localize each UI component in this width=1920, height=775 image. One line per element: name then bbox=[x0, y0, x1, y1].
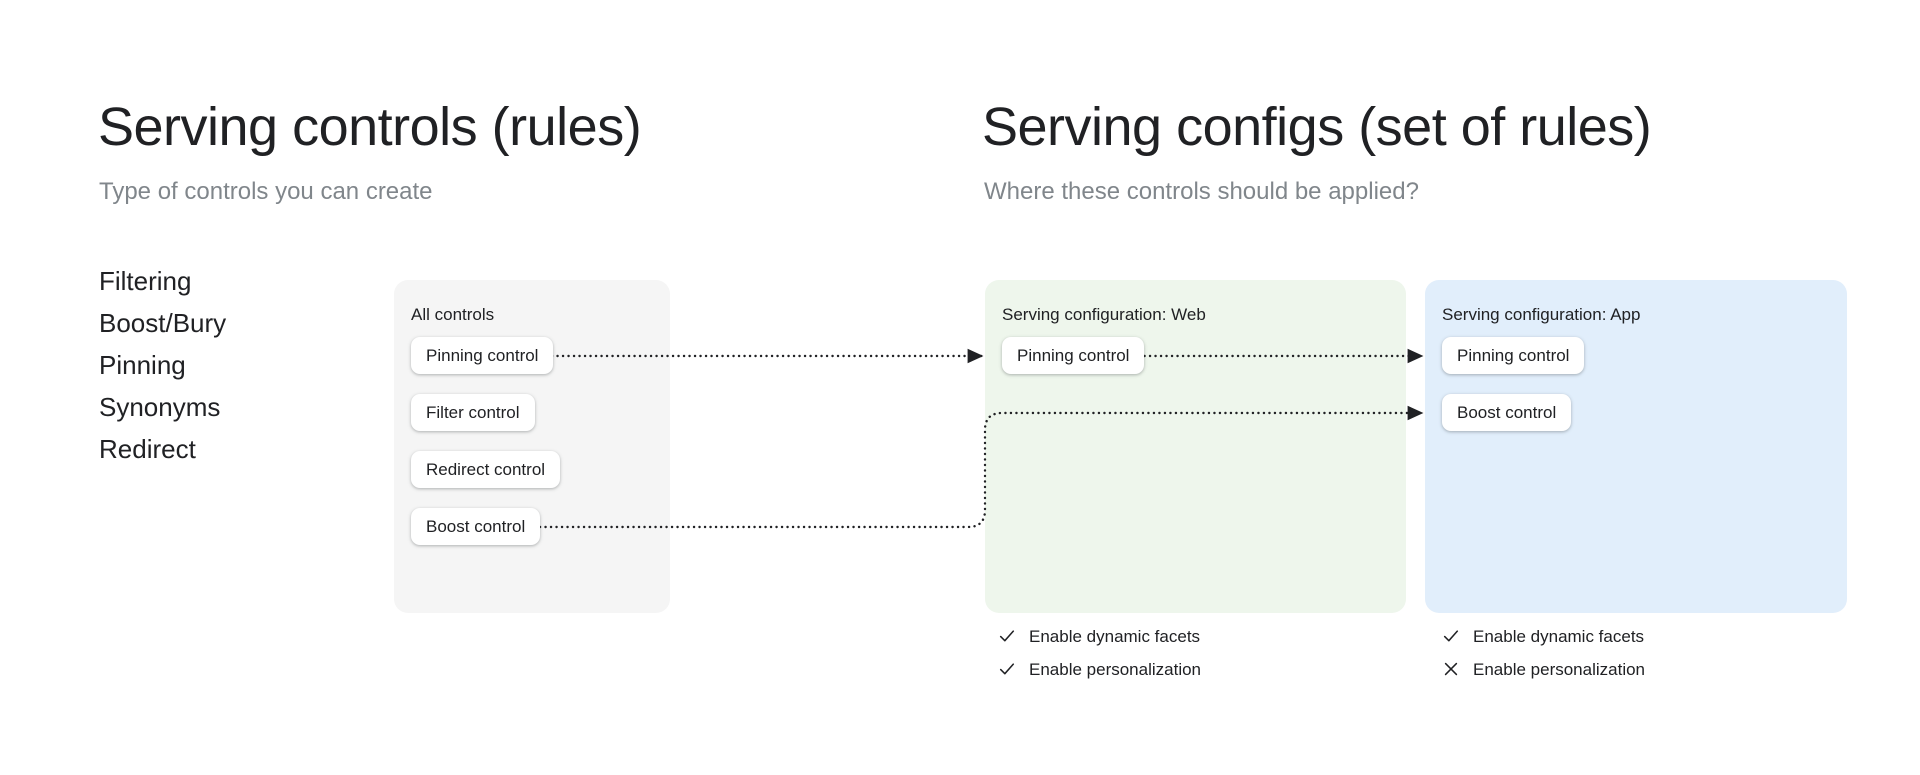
panel-serving-config-app: Serving configuration: App bbox=[1425, 280, 1847, 613]
option-row-enable-personalization-app[interactable]: Enable personalization bbox=[1442, 660, 1645, 678]
right-section-subtitle: Where these controls should be applied? bbox=[984, 178, 1419, 205]
option-row-enable-dynamic-facets-web[interactable]: Enable dynamic facets bbox=[998, 627, 1201, 645]
panel-serving-config-web-title: Serving configuration: Web bbox=[1002, 305, 1206, 324]
chip-all-controls-boost-control[interactable]: Boost control bbox=[411, 508, 541, 545]
control-type-boost-bury: Boost/Bury bbox=[99, 308, 227, 338]
control-types-list: Filtering Boost/Bury Pinning Synonyms Re… bbox=[99, 268, 226, 462]
options-serving-config-app: Enable dynamic facets Enable personaliza… bbox=[1442, 627, 1645, 678]
check-icon bbox=[1443, 630, 1459, 642]
chip-serving-config-web-pinning-control[interactable]: Pinning control bbox=[1002, 337, 1145, 374]
close-icon bbox=[1444, 662, 1458, 676]
chip-all-controls-redirect-control[interactable]: Redirect control bbox=[411, 451, 561, 488]
option-label: Enable personalization bbox=[1473, 659, 1646, 679]
left-section-title: Serving controls (rules) bbox=[98, 97, 642, 157]
panel-serving-config-app-title: Serving configuration: App bbox=[1442, 305, 1641, 324]
option-row-enable-personalization-web[interactable]: Enable personalization bbox=[998, 660, 1201, 678]
control-type-synonyms: Synonyms bbox=[99, 392, 221, 422]
control-type-filtering: Filtering bbox=[99, 266, 192, 296]
chip-serving-config-app-boost-control[interactable]: Boost control bbox=[1442, 394, 1572, 431]
chip-serving-config-app-pinning-control[interactable]: Pinning control bbox=[1442, 337, 1585, 374]
option-label: Enable personalization bbox=[1029, 659, 1202, 679]
panel-all-controls-title: All controls bbox=[411, 305, 495, 324]
control-type-redirect: Redirect bbox=[99, 434, 196, 464]
control-type-pinning: Pinning bbox=[99, 350, 186, 380]
right-section-title: Serving configs (set of rules) bbox=[982, 97, 1652, 157]
check-icon bbox=[999, 630, 1015, 642]
chip-all-controls-filter-control[interactable]: Filter control bbox=[411, 394, 535, 431]
chip-all-controls-pinning-control[interactable]: Pinning control bbox=[411, 337, 554, 374]
panel-all-controls: All controls bbox=[394, 280, 670, 613]
panel-serving-config-web: Serving configuration: Web bbox=[985, 280, 1406, 613]
left-section-subtitle: Type of controls you can create bbox=[99, 178, 433, 205]
options-serving-config-web: Enable dynamic facets Enable personaliza… bbox=[998, 627, 1201, 678]
check-icon bbox=[999, 663, 1015, 675]
option-label: Enable dynamic facets bbox=[1473, 626, 1645, 646]
option-row-enable-dynamic-facets-app[interactable]: Enable dynamic facets bbox=[1442, 627, 1645, 645]
option-label: Enable dynamic facets bbox=[1029, 626, 1201, 646]
